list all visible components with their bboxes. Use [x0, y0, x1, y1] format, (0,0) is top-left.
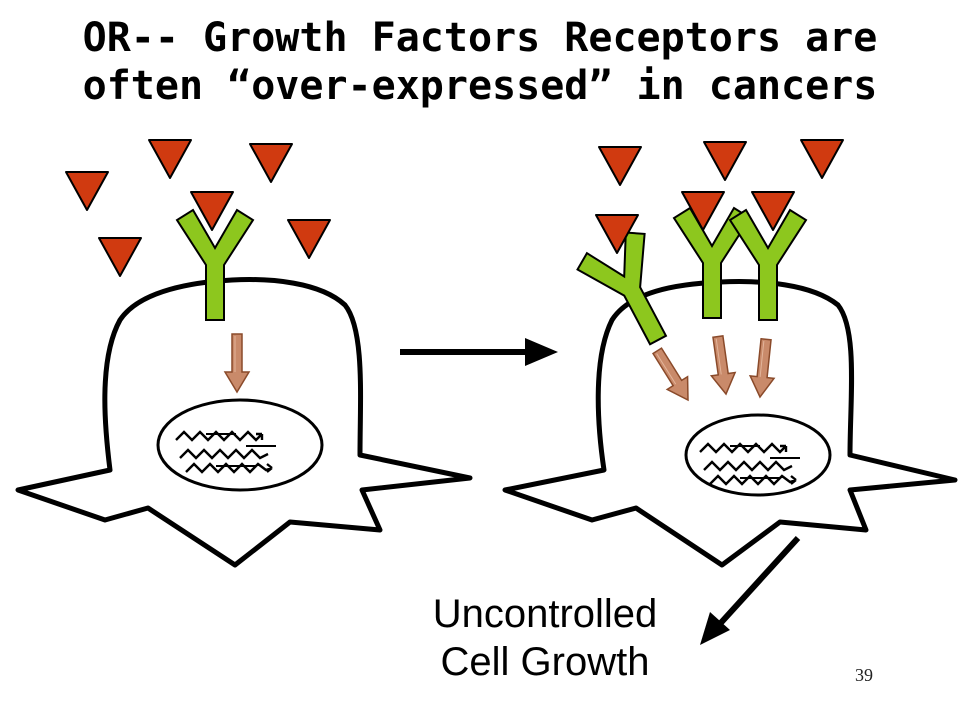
caption-line-2: Cell Growth — [440, 640, 650, 684]
slide-title: OR-- Growth Factors Receptors are often … — [0, 14, 960, 110]
slide-number: 39 — [855, 665, 873, 685]
outcome-caption: Uncontrolled Cell Growth — [400, 590, 690, 686]
growth-factor-icon — [65, 171, 109, 211]
cancer-cell-nucleus — [684, 413, 832, 497]
growth-factors-left — [65, 139, 331, 277]
growth-factor-icon — [703, 141, 747, 181]
growth-factor-icon — [98, 237, 142, 277]
growth-factor-icon — [287, 219, 331, 259]
growth-factor-icon — [148, 139, 192, 179]
growth-factor-icon — [800, 139, 844, 179]
growth-factor-icon — [249, 143, 293, 183]
title-line-2: often “over-expressed” in cancers — [82, 63, 878, 109]
normal-cell-nucleus — [156, 398, 324, 492]
caption-line-1: Uncontrolled — [432, 592, 658, 636]
outcome-arrow-icon — [700, 535, 801, 645]
title-line-1: OR-- Growth Factors Receptors are — [82, 15, 878, 61]
transition-arrow-icon — [400, 338, 558, 366]
growth-factor-icon — [598, 146, 642, 186]
